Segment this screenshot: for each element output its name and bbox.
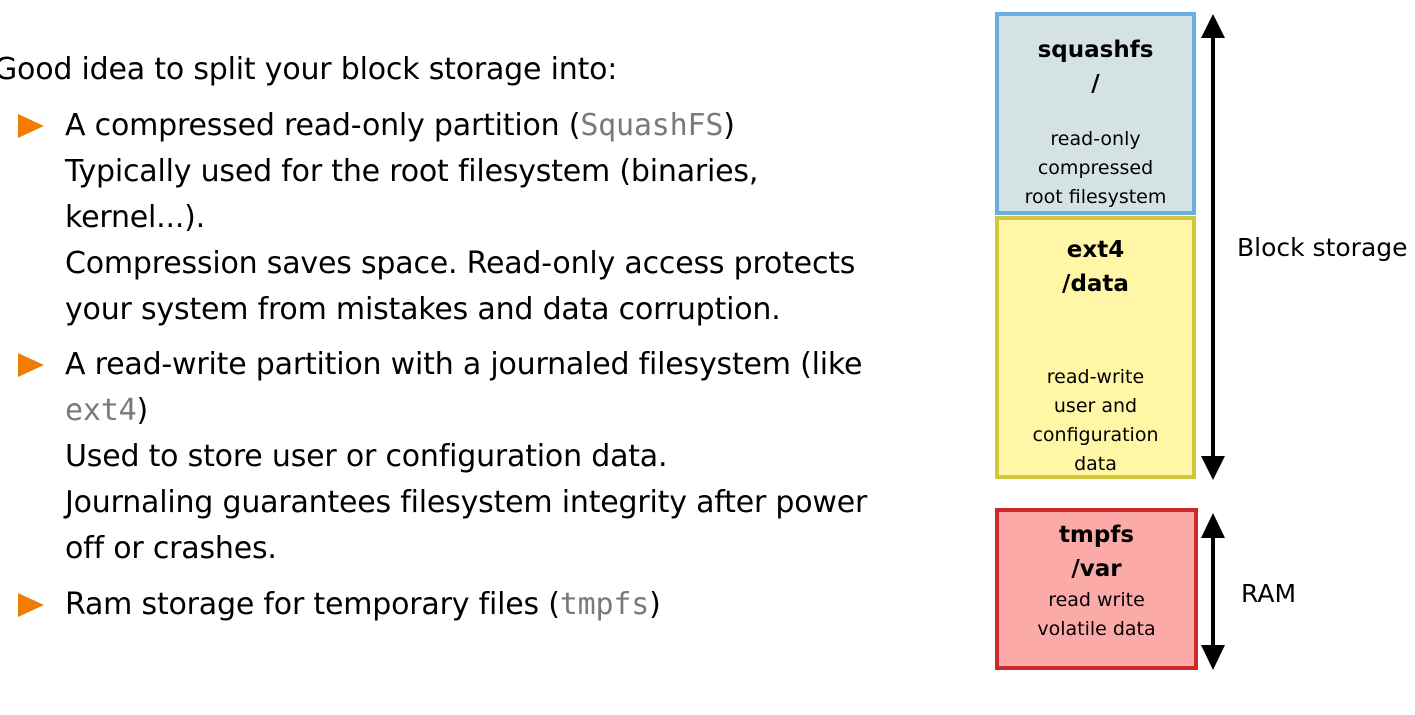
desc-line: user and: [1053, 395, 1138, 417]
partition-tmpfs: tmpfs /var read write volatile data: [995, 508, 1198, 670]
ram-label: RAM: [1241, 579, 1297, 608]
partition-fs-name: ext4: [1066, 237, 1125, 263]
partition-mount-point: /: [1091, 71, 1100, 97]
intro-text: Good idea to split your block storage in…: [0, 52, 618, 87]
block-storage-arrow: [1201, 14, 1225, 480]
bullet-tail: ): [136, 393, 148, 428]
code-ext4: ext4: [65, 393, 137, 428]
partition-mount-point: /var: [1071, 556, 1122, 582]
bullet-heading: A compressed read-only partition (Squash…: [65, 103, 925, 149]
code-tmpfs: tmpfs: [559, 587, 650, 622]
desc-line: configuration: [1032, 424, 1159, 446]
bullet-detail-line: kernel...).: [65, 200, 206, 235]
desc-line: volatile data: [1037, 618, 1156, 640]
bullet-heading-cont: ext4): [65, 388, 925, 434]
bullet-triangle-icon: [18, 353, 44, 377]
bullet-tail: ): [723, 108, 735, 143]
bullet-detail-line: Journaling guarantees filesystem integri…: [65, 485, 868, 520]
partition-description: read write volatile data: [999, 586, 1194, 644]
bullet-detail-line: Used to store user or configuration data…: [65, 439, 668, 474]
bullet-heading: Ram storage for temporary files (tmpfs): [65, 582, 925, 628]
bullet-lead: A compressed read-only partition (: [65, 108, 581, 143]
desc-line: read-write: [1046, 366, 1145, 388]
partition-mount-point: /data: [1062, 271, 1129, 297]
desc-line: read-only: [1050, 128, 1141, 150]
partition-fs-name: tmpfs: [1058, 522, 1135, 548]
partition-fs-name: squashfs: [1037, 37, 1154, 63]
partition-description: read-only compressed root filesystem: [999, 125, 1192, 212]
bullet-tail: ): [649, 587, 661, 622]
desc-line: data: [1074, 453, 1117, 475]
bullet-detail-line: Compression saves space. Read-only acces…: [65, 246, 856, 281]
desc-line: read write: [1048, 589, 1145, 611]
bullet-lead: Ram storage for temporary files (: [65, 587, 560, 622]
partition-squashfs: squashfs / read-only compressed root files…: [995, 12, 1196, 215]
bullet-triangle-icon: [18, 114, 44, 138]
code-squashfs: SquashFS: [580, 108, 724, 143]
bullet-detail-line: off or crashes.: [65, 531, 277, 566]
partition-description: read-write user and configuration data: [999, 363, 1192, 479]
bullet-detail-line: your system from mistakes and data corru…: [65, 292, 781, 327]
desc-line: compressed: [1037, 157, 1154, 179]
ram-arrow: [1201, 513, 1225, 670]
desc-line: root filesystem: [1024, 186, 1167, 208]
bullet-detail-line: Typically used for the root filesystem (…: [65, 154, 759, 189]
bullet-triangle-icon: [18, 593, 44, 617]
block-storage-label: Block storage: [1237, 233, 1408, 262]
bullet-heading: A read-write partition with a journaled …: [65, 347, 863, 382]
partition-ext4: ext4 /data read-write user and configurati…: [995, 216, 1196, 479]
